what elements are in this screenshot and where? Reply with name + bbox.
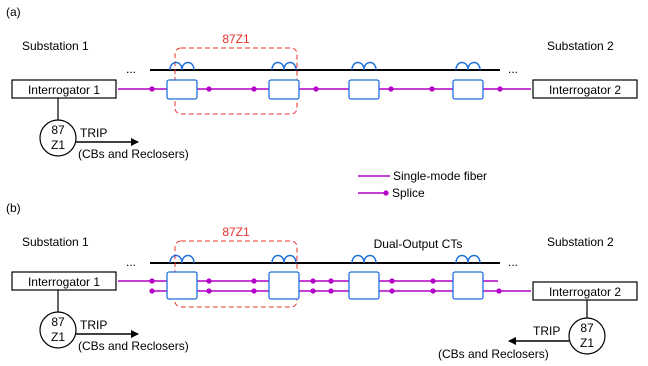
panel-b-splice-8 [149, 288, 155, 294]
panel-b-splice-15 [496, 288, 502, 294]
panel-b-interrogator-1 [11, 271, 117, 291]
panel-b-relay-left-top: 87 [51, 315, 65, 329]
panel-a: (a) Substation 1 Substation 2 ... ... 87… [6, 5, 638, 161]
panel-a-splice-4 [313, 86, 319, 92]
legend: Single-mode fiber Splice [358, 169, 487, 200]
panel-a-relay-circle [39, 119, 77, 157]
panel-b-ct-3-sensor [348, 271, 380, 300]
panel-b-splice-11 [310, 288, 316, 294]
panel-b-ct-2-coil [271, 254, 297, 264]
panel-b-splice-13 [389, 288, 395, 294]
panel-a-ct-1-coil [169, 61, 195, 71]
panel-a-ct-3-coil [351, 61, 377, 71]
panel-b-trip-target-left: (CBs and Reclosers) [78, 339, 189, 353]
panel-b-trip-target-right: (CBs and Reclosers) [438, 347, 549, 361]
panel-b-ct-3 [348, 254, 380, 300]
panel-a-splice-6 [429, 86, 435, 92]
legend-splice-dot [383, 190, 389, 196]
panel-a-ct-4 [452, 61, 484, 100]
legend-fiber-label: Single-mode fiber [393, 169, 487, 183]
panel-b-ct-1 [166, 254, 198, 300]
panel-b-splice-12 [328, 288, 334, 294]
panel-a-ct-2-sensor [268, 79, 300, 100]
panel-b-label: (b) [6, 201, 21, 215]
panel-a-ct-1-sensor [166, 79, 198, 100]
panel-a-splice-2 [206, 86, 212, 92]
panel-a-interrogator-2 [532, 79, 638, 99]
panel-a-splice-5 [388, 86, 394, 92]
panel-a-relay-top: 87 [51, 123, 65, 137]
panel-b-splice-2 [206, 278, 212, 284]
panel-b-ct-label: Dual-Output CTs [374, 237, 463, 251]
legend-splice-label: Splice [392, 186, 425, 200]
panel-b-ct-2-sensor [268, 271, 300, 300]
panel-b-relay-right-top: 87 [580, 321, 594, 335]
panel-b-splice-14 [430, 288, 436, 294]
panel-b-splice-4 [310, 278, 316, 284]
panel-b-splice-9 [206, 288, 212, 294]
panel-b: (b) Substation 1 Substation 2 Dual-Outpu… [6, 201, 638, 361]
panel-a-relay-bottom: Z1 [51, 138, 65, 152]
panel-a-substation-2: Substation 2 [547, 39, 614, 53]
panel-a-interrogator-1 [11, 79, 117, 99]
panel-a-label: (a) [6, 5, 21, 19]
panel-a-ct-2 [268, 61, 300, 100]
panel-b-zone-label: 87Z1 [222, 225, 250, 239]
panel-a-interrogator-2-label: Interrogator 2 [549, 83, 621, 97]
panel-a-substation-1: Substation 1 [22, 39, 89, 53]
panel-b-ct-4-sensor [452, 271, 484, 300]
panel-b-substation-2: Substation 2 [547, 235, 614, 249]
panel-a-splice-3 [251, 86, 257, 92]
panel-b-splice-10 [251, 288, 257, 294]
panel-b-interrogator-2 [532, 281, 638, 301]
panel-b-splice-5 [328, 278, 334, 284]
panel-b-ct-2 [268, 254, 300, 300]
panel-a-ct-2-coil [271, 61, 297, 71]
panel-a-trip-target: (CBs and Reclosers) [78, 147, 189, 161]
panel-b-ct-4 [452, 254, 484, 300]
panel-a-ct-4-coil [455, 61, 481, 71]
panel-a-ct-1 [166, 61, 198, 100]
panel-b-relay-left-bottom: Z1 [51, 330, 65, 344]
panel-b-trip-label-right: TRIP [533, 324, 560, 338]
panel-a-interrogator-1-label: Interrogator 1 [28, 83, 100, 97]
panel-a-zone-label: 87Z1 [222, 32, 250, 46]
panel-b-splice-3 [251, 278, 257, 284]
panel-a-splice-1 [149, 86, 155, 92]
panel-b-interrogator-2-label: Interrogator 2 [549, 285, 621, 299]
panel-b-ct-1-sensor [166, 271, 198, 300]
panel-b-interrogator-1-label: Interrogator 1 [28, 275, 100, 289]
panel-b-ct-4-coil [455, 254, 481, 264]
panel-a-ellipsis-left: ... [126, 62, 136, 76]
panel-a-ct-3-sensor [348, 79, 380, 100]
panel-a-splice-7 [497, 86, 503, 92]
panel-b-relay-left-circle [39, 311, 77, 349]
panel-a-ellipsis-right: ... [508, 62, 518, 76]
panel-a-ct-4-sensor [452, 79, 484, 100]
panel-a-trip-label: TRIP [80, 126, 107, 140]
panel-b-ct-1-coil [169, 254, 195, 264]
panel-b-ellipsis-left: ... [126, 255, 136, 269]
panel-b-ellipsis-right: ... [508, 255, 518, 269]
panel-b-splice-1 [149, 278, 155, 284]
panel-b-relay-right-bottom: Z1 [580, 336, 594, 350]
panel-a-ct-3 [348, 61, 380, 100]
panel-b-trip-label-left: TRIP [80, 318, 107, 332]
panel-b-splice-6 [389, 278, 395, 284]
panel-b-splice-7 [430, 278, 436, 284]
panel-b-relay-right-circle [568, 317, 606, 355]
panel-b-substation-1: Substation 1 [22, 235, 89, 249]
panel-b-ct-3-coil [351, 254, 377, 264]
